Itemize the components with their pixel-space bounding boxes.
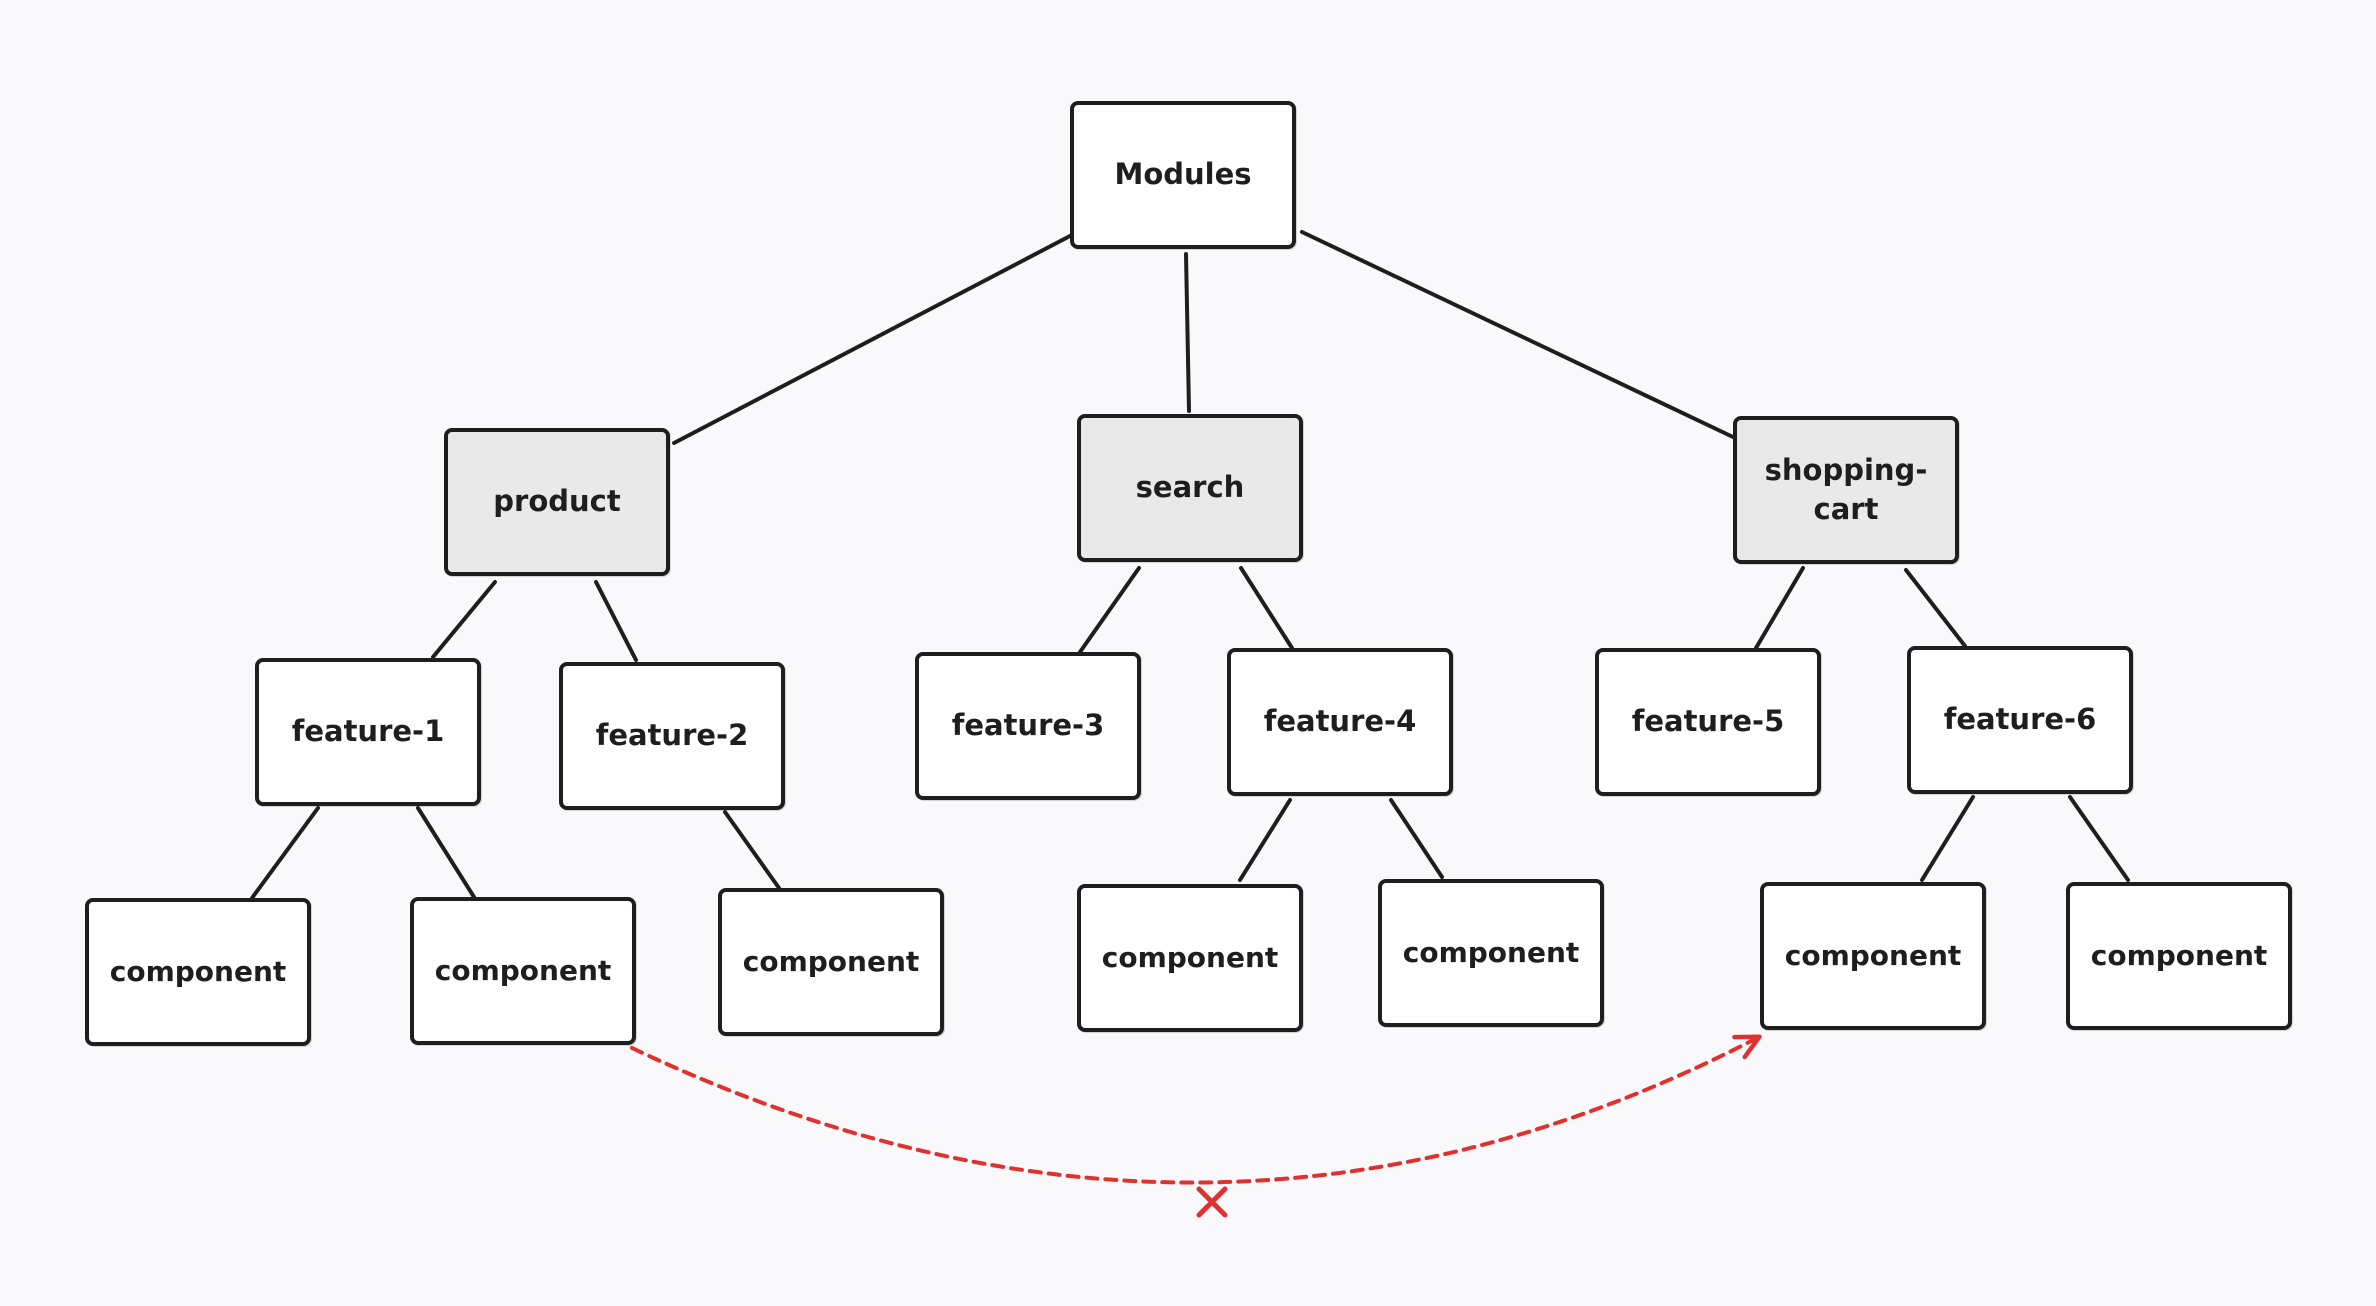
forbidden-cross-icon — [1196, 1186, 1228, 1218]
node-modules[interactable]: Modules — [1070, 101, 1296, 249]
node-feature-1[interactable]: feature-1 — [255, 658, 481, 806]
edge-product-feature-1 — [431, 580, 497, 659]
edge-shopping-cart-feature-5 — [1754, 566, 1805, 650]
node-label: Modules — [1114, 157, 1252, 192]
node-module-shopping-cart[interactable]: shopping- cart — [1733, 416, 1959, 564]
node-label: component — [1784, 939, 1962, 973]
node-label: feature-5 — [1631, 704, 1785, 739]
node-label: product — [493, 484, 621, 519]
node-label: feature-3 — [951, 708, 1105, 743]
edge-product-feature-2 — [594, 580, 638, 662]
node-label: shopping- cart — [1764, 452, 1928, 526]
node-module-product[interactable]: product — [444, 428, 670, 576]
node-component-5[interactable]: component — [1378, 879, 1604, 1027]
edge-feature-6-component-6 — [1920, 795, 1975, 882]
node-component-6[interactable]: component — [1760, 882, 1986, 1030]
edge-feature-4-component-5 — [1389, 798, 1444, 879]
node-label: component — [742, 945, 920, 979]
node-component-1[interactable]: component — [85, 898, 311, 1046]
node-label: component — [1402, 936, 1580, 970]
node-label: search — [1135, 470, 1245, 505]
node-feature-5[interactable]: feature-5 — [1595, 648, 1821, 796]
node-label: feature-2 — [595, 718, 749, 753]
edge-shopping-cart-feature-6 — [1904, 568, 1967, 648]
node-component-4[interactable]: component — [1077, 884, 1303, 1032]
node-label: feature-1 — [291, 714, 445, 749]
node-feature-6[interactable]: feature-6 — [1907, 646, 2133, 794]
node-label: component — [1101, 941, 1279, 975]
node-feature-4[interactable]: feature-4 — [1227, 648, 1453, 796]
edge-feature-6-component-7 — [2068, 795, 2130, 882]
node-label: component — [109, 955, 287, 989]
edge-modules-product — [672, 234, 1072, 445]
edge-search-feature-3 — [1078, 566, 1141, 654]
node-component-3[interactable]: component — [718, 888, 944, 1036]
edge-search-feature-4 — [1239, 566, 1294, 650]
node-module-search[interactable]: search — [1077, 414, 1303, 562]
node-feature-2[interactable]: feature-2 — [559, 662, 785, 810]
edge-feature-1-component-1 — [250, 806, 320, 900]
node-component-2[interactable]: component — [410, 897, 636, 1045]
edge-modules-shopping-cart — [1300, 230, 1735, 439]
node-label: component — [434, 954, 612, 988]
forbidden-dependency-arrow — [630, 1034, 1762, 1185]
node-feature-3[interactable]: feature-3 — [915, 652, 1141, 800]
node-label: feature-4 — [1263, 704, 1417, 739]
node-label: feature-6 — [1943, 702, 2097, 737]
edge-modules-search — [1184, 252, 1191, 413]
edge-feature-2-component-3 — [723, 810, 781, 890]
node-label: component — [2090, 939, 2268, 973]
edge-feature-1-component-2 — [416, 806, 476, 899]
node-component-7[interactable]: component — [2066, 882, 2292, 1030]
edge-feature-4-component-4 — [1238, 798, 1292, 882]
